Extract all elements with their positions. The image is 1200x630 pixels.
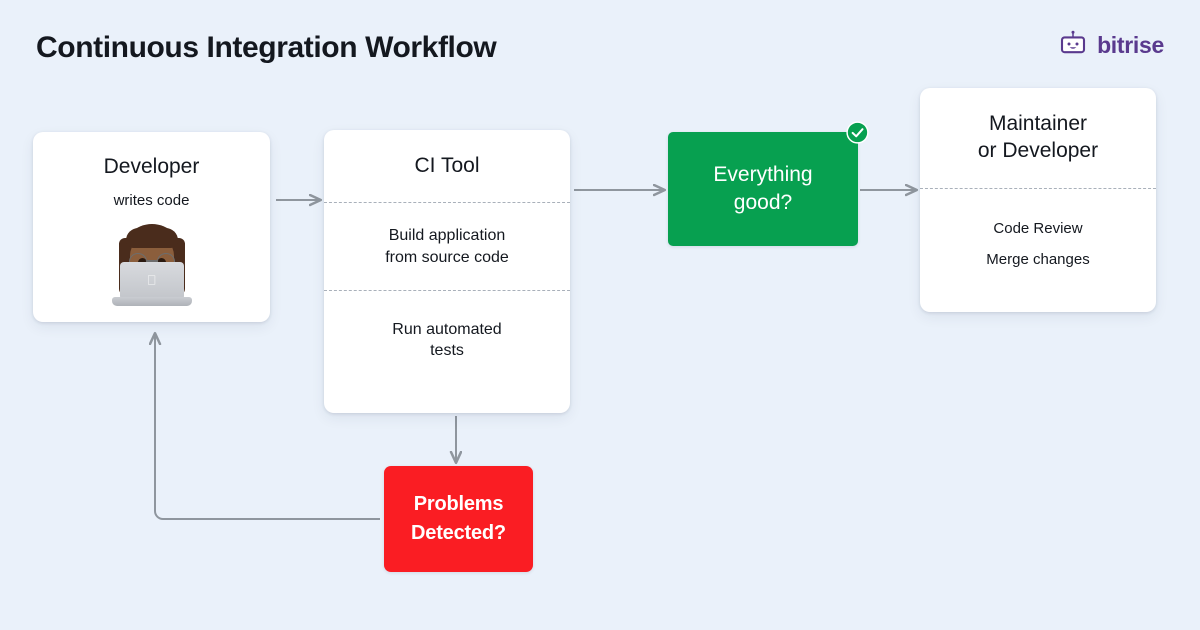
- ci-build-line-2: from source code: [385, 248, 509, 266]
- node-maintainer-or-developer[interactable]: Maintainer or Developer Code Review Merg…: [920, 88, 1156, 312]
- node-problems-detected[interactable]: Problems Detected?: [384, 466, 533, 572]
- developer-title: Developer: [103, 155, 200, 178]
- maintainer-task-2: Merge changes: [986, 251, 1090, 269]
- ci-tool-step-build: Build application from source code: [324, 203, 570, 290]
- maintainer-header: Maintainer or Developer: [920, 88, 1156, 188]
- problems-detected-line-2: Detected?: [411, 522, 506, 544]
- page-title: Continuous Integration Workflow: [36, 31, 497, 64]
- maintainer-title-line-1: Maintainer: [988, 112, 1088, 136]
- ci-tool-divider-2: [324, 290, 570, 292]
- maintainer-tasks: Code Review Merge changes: [920, 189, 1156, 312]
- ci-tool-title: CI Tool: [414, 153, 480, 177]
- maintainer-title-line-2: or Developer: [977, 139, 1099, 162]
- node-everything-good[interactable]: Everything good?: [668, 121, 869, 246]
- bitrise-logo: bitrise: [1058, 28, 1164, 63]
- everything-good-line-2: good?: [733, 191, 793, 214]
- developer-memoji-avatar: : [104, 224, 200, 307]
- ci-build-line-1: Build application: [388, 227, 506, 245]
- apple-logo-icon: : [146, 274, 157, 287]
- ci-tests-line-1: Run automated: [392, 321, 502, 339]
- node-developer[interactable]: Developer writes code : [33, 132, 270, 322]
- node-ci-tool[interactable]: CI Tool Build application from source co…: [324, 130, 570, 413]
- bitrise-robot-icon: [1058, 28, 1088, 63]
- everything-good-line-1: Everything: [713, 162, 813, 186]
- maintainer-task-1: Code Review: [993, 220, 1083, 237]
- bitrise-wordmark: bitrise: [1097, 32, 1164, 58]
- ci-tests-line-2: tests: [430, 342, 464, 360]
- success-check-icon: [846, 121, 869, 144]
- problems-detected-line-1: Problems: [413, 493, 504, 515]
- developer-subtitle: writes code: [113, 191, 190, 209]
- ci-tool-header: CI Tool: [324, 130, 570, 202]
- ci-tool-step-tests: Run automated tests: [324, 291, 570, 413]
- ci-tool-divider-1: [324, 202, 570, 203]
- maintainer-divider: [920, 188, 1156, 189]
